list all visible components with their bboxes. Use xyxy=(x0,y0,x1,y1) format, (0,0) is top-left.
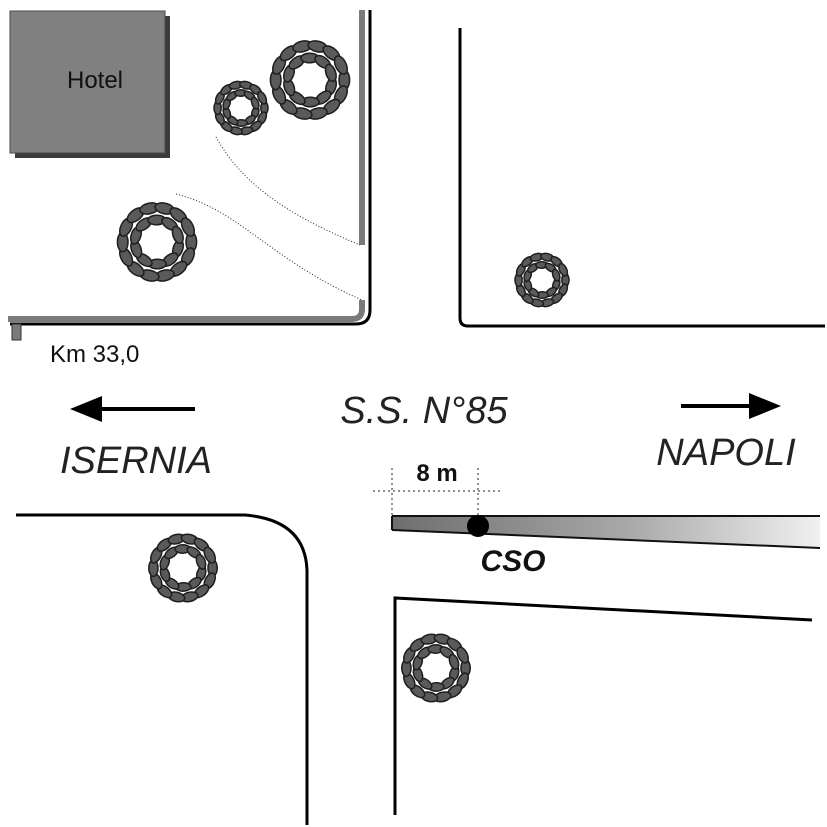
footpath-upper xyxy=(215,136,361,246)
tree-canopy-icon xyxy=(514,252,570,308)
distance-dimension: 8 m xyxy=(373,460,500,526)
station-dot-icon xyxy=(467,515,489,537)
km-marker-label: Km 33,0 xyxy=(50,341,139,368)
tree-canopy-icon xyxy=(401,633,471,703)
southeast-block-edge xyxy=(393,596,813,815)
tree-canopy-icon xyxy=(116,202,198,282)
arrow-right-icon xyxy=(681,393,781,419)
tree-canopy-icon xyxy=(269,40,351,120)
northeast-block-edge xyxy=(458,28,825,328)
tree-canopy-icon xyxy=(213,80,269,136)
road-name-label: S.S. N°85 xyxy=(340,390,508,432)
southwest-block-edge xyxy=(16,513,309,825)
station-lane xyxy=(391,515,821,549)
footpath-lower xyxy=(175,193,363,301)
northwest-block xyxy=(8,10,372,341)
direction-west-label: ISERNIA xyxy=(60,440,212,482)
trees-layer xyxy=(116,40,570,703)
distance-label: 8 m xyxy=(416,460,457,487)
station-label: CSO xyxy=(480,545,545,578)
tree-canopy-icon xyxy=(148,533,218,603)
km-post xyxy=(11,323,22,341)
hotel-label: Hotel xyxy=(67,67,123,94)
direction-east-label: NAPOLI xyxy=(656,432,796,474)
arrow-left-icon xyxy=(70,396,195,422)
hotel-building: Hotel xyxy=(9,10,170,158)
